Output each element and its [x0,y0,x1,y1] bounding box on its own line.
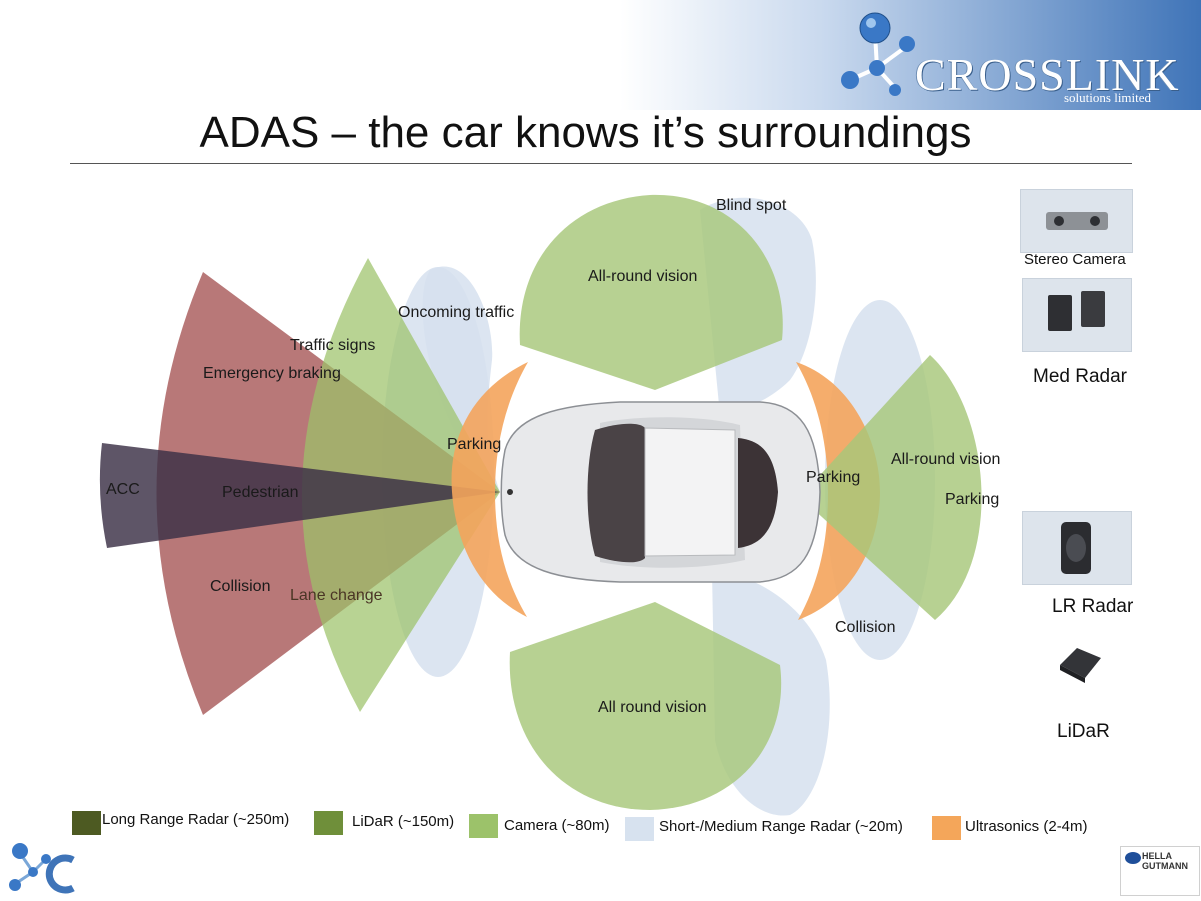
ultrasonic-front [451,362,528,617]
title-rule [70,163,1132,164]
label-lidar: LiDaR [1057,721,1110,742]
legend-swatch-long-range-radar [72,811,101,835]
legend-swatch-lidar [314,811,343,835]
label-collision-rear: Collision [835,619,896,636]
med-radar-image [1022,278,1132,352]
partner-logo-text: HELLA GUTMANN [1142,851,1188,871]
camera-top [519,194,783,390]
label-all-round-vision-rear: All-round vision [891,451,1001,468]
legend-swatch-short-medium-radar [625,817,654,841]
label-all-round-vision-top: All-round vision [588,268,698,285]
crosslink-logo-subtitle: solutions limited [1064,90,1152,105]
label-collision-front: Collision [210,578,271,595]
page-title: ADAS – the car knows it’s surroundings [199,108,972,157]
legend-label-lidar: LiDaR (~150m) [352,813,455,830]
label-blind-spot: Blind spot [716,197,787,214]
acc-beam [99,443,500,548]
label-stereo-camera: Stereo Camera [1024,251,1126,268]
legend-label-long-range-radar: Long Range Radar (~250m) [102,811,290,828]
label-lane-change: Lane change [290,587,383,604]
legend-label-ultrasonics: Ultrasonics (2-4m) [965,818,1088,835]
label-acc: ACC [106,481,140,498]
lr-radar-image [1022,511,1132,585]
camera-bottom [509,602,782,810]
label-med-radar: Med Radar [1033,366,1127,387]
stereo-camera-image [1020,189,1133,253]
car-top-view [500,401,821,583]
legend-label-camera: Camera (~80m) [504,817,610,834]
label-parking-rear-outer: Parking [945,491,1000,508]
label-parking-front: Parking [447,436,502,453]
label-all-round-vision-bottom: All round vision [598,699,707,716]
crosslink-logo-text: CROSSLINK [915,49,1180,100]
camera-rear [800,355,982,620]
hella-oval-icon [1125,852,1141,864]
legend-label-short-medium-radar: Short-/Medium Range Radar (~20m) [659,818,903,835]
label-oncoming-traffic: Oncoming traffic [398,304,515,321]
crosslink-small-logo-icon [9,843,75,894]
label-parking-rear: Parking [806,469,861,486]
label-lr-radar: LR Radar [1052,596,1134,617]
label-emergency-braking: Emergency braking [203,365,341,382]
crosslink-molecule-icon [841,12,915,96]
label-pedestrian: Pedestrian [222,484,299,501]
legend-swatch-camera [469,814,498,838]
lidar-image [1060,648,1101,683]
label-traffic-signs: Traffic signs [290,337,376,354]
header-band [620,0,1201,110]
legend-swatch-ultrasonics [932,816,961,840]
